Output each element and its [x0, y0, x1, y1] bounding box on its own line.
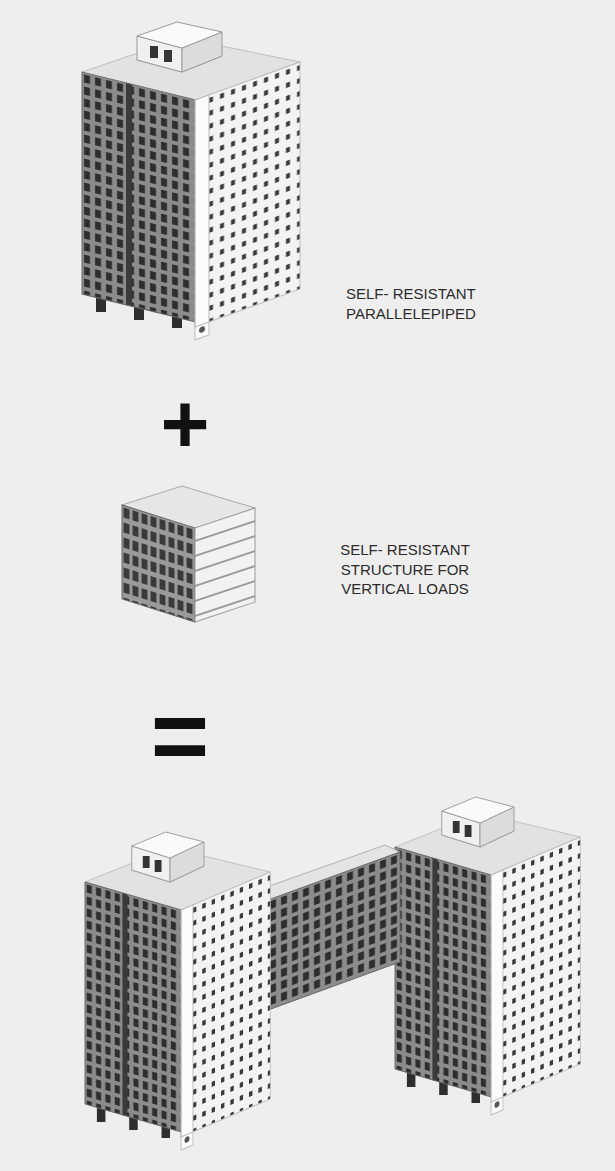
building-part — [122, 505, 195, 622]
building-part — [195, 508, 255, 622]
tower-block — [395, 797, 580, 1115]
caption-label: SELF- RESISTANT PARALLELEPIPED — [346, 284, 511, 323]
caption-label: SELF- RESISTANT STRUCTURE FOR VERTICAL L… — [325, 540, 485, 599]
plus-sign: + — [150, 382, 220, 466]
building-part — [268, 852, 400, 1010]
equals-sign: = — [145, 685, 215, 785]
bridge-structure — [122, 486, 255, 622]
bridge-structure — [250, 845, 400, 1010]
tower-block — [85, 832, 270, 1150]
building-part — [268, 852, 400, 1010]
building-part — [122, 505, 195, 622]
building-part — [195, 508, 255, 622]
tower-block — [82, 22, 300, 340]
